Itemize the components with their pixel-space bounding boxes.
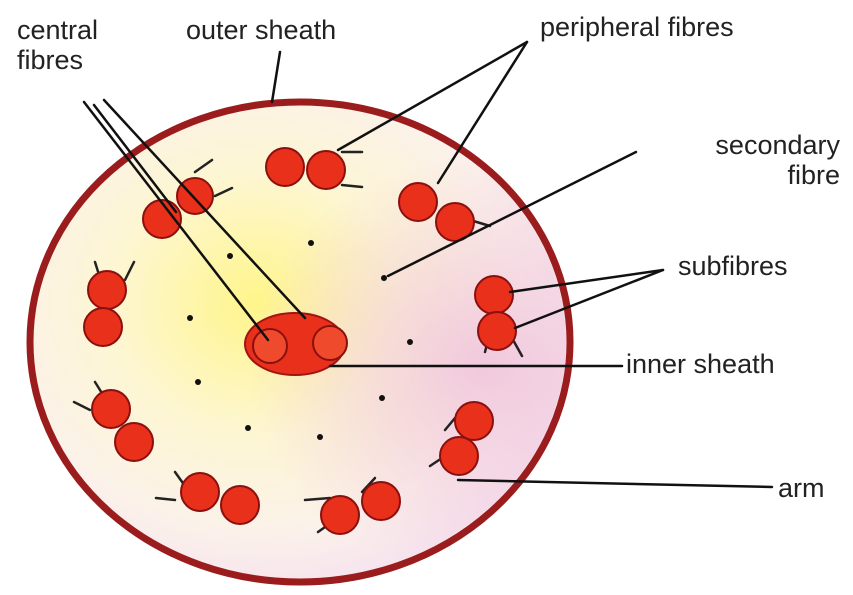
subfibre: [221, 486, 259, 524]
subfibre: [440, 437, 478, 475]
subfibre: [115, 423, 153, 461]
subfibre: [455, 402, 493, 440]
subfibre: [478, 312, 516, 350]
subfibre: [266, 148, 304, 186]
label-secondary-fibre: secondary fibre: [640, 130, 840, 190]
label-central-fibres: central fibres: [17, 15, 98, 75]
subfibre: [362, 482, 400, 520]
subfibre: [399, 183, 437, 221]
subfibre: [475, 276, 513, 314]
subfibre: [321, 496, 359, 534]
subfibre: [88, 271, 126, 309]
central-fibre-right: [313, 326, 347, 360]
label-subfibres: subfibres: [678, 251, 788, 281]
subfibre: [181, 473, 219, 511]
subfibre: [92, 390, 130, 428]
label-outer-sheath: outer sheath: [186, 15, 336, 45]
label-arm: arm: [778, 473, 825, 503]
label-peripheral-fibres: peripheral fibres: [540, 12, 734, 42]
central-fibre-left: [253, 329, 287, 363]
subfibre: [307, 151, 345, 189]
label-inner-sheath: inner sheath: [626, 349, 775, 379]
leader-outer-sheath: [272, 52, 280, 102]
subfibre: [84, 308, 122, 346]
